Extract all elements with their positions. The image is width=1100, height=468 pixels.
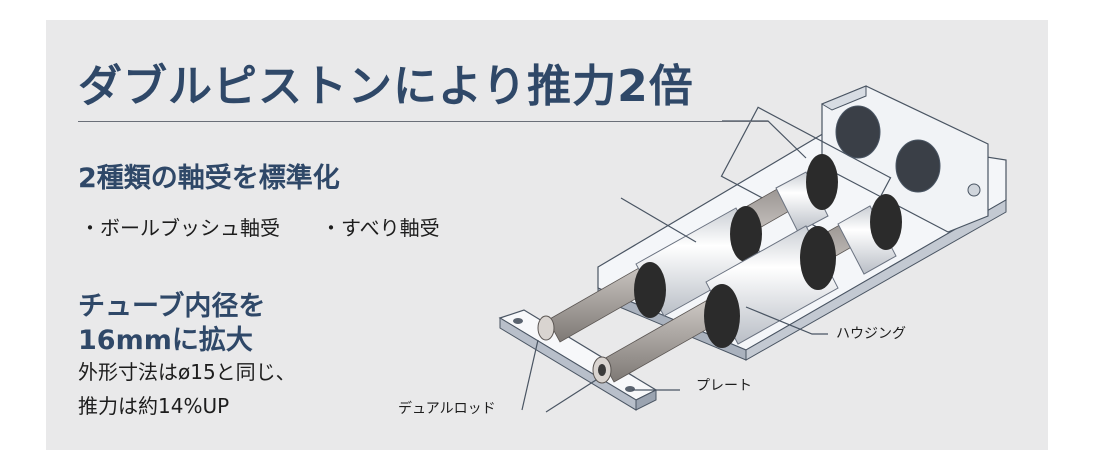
bearing-item-ball-bush: ・ボールブッシュ軸受 [80, 216, 280, 240]
headline-divider [78, 121, 768, 122]
housing-label: ハウジング [836, 326, 906, 342]
tube-section-title-line2: 16mmに拡大 [78, 325, 253, 356]
tube-section-title-line1: チューブ内径を [78, 291, 266, 322]
dual-rod-label: デュアルロッド [398, 401, 496, 417]
cylinder-illustration [498, 85, 1007, 413]
back-rod-assembly [537, 154, 838, 343]
tube-description-line1: 外形寸法はø15と同じ、 [78, 360, 296, 384]
plate-label: プレート [696, 378, 752, 394]
bearing-section-title: 2種類の軸受を標準化 [78, 163, 340, 194]
bearing-item-slide: ・すべり軸受 [321, 216, 440, 240]
tube-description-line2: 推力は約14%UP [78, 394, 230, 418]
headline: ダブルピストンにより推力2倍 [78, 61, 694, 112]
product-feature-panel: ダブルピストンにより推力2倍 2種類の軸受を標準化 ・ボールブッシュ軸受 ・すべ… [46, 20, 1048, 450]
front-rod-assembly [592, 194, 902, 384]
